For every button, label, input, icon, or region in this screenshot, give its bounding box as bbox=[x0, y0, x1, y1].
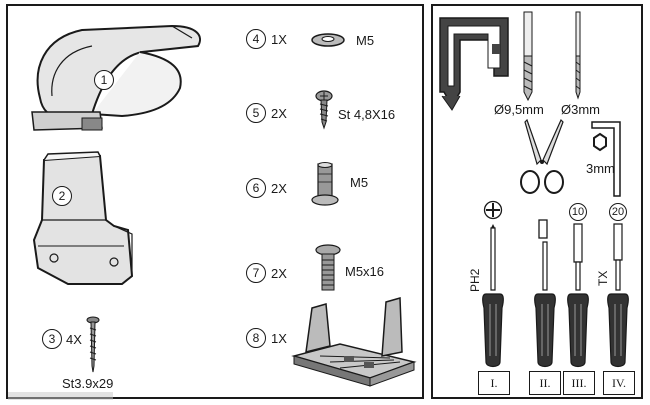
part-8-quantity: 1X bbox=[271, 331, 287, 346]
part-6-spec: M5 bbox=[350, 175, 369, 190]
base-bracket-illustration bbox=[32, 151, 134, 285]
torx-bit-size: 20 bbox=[609, 203, 627, 221]
screwdriver-4-label: TX bbox=[596, 270, 610, 286]
screwdriver-2-number: II. bbox=[529, 371, 561, 395]
screwdriver-4-icon bbox=[607, 223, 629, 368]
screwdriver-1-number: I. bbox=[478, 371, 510, 395]
drill-bit-large-icon bbox=[523, 11, 533, 102]
part-3-quantity: 4X bbox=[66, 332, 82, 347]
hex-key-icon bbox=[591, 121, 621, 197]
drill-bit-small-icon bbox=[575, 11, 581, 100]
part-6-number: 6 bbox=[246, 178, 266, 198]
part-4-number: 4 bbox=[246, 29, 266, 49]
bolt-icon bbox=[315, 244, 341, 291]
drill-size-large: Ø9,5mm bbox=[494, 102, 544, 117]
part-7-quantity: 2X bbox=[271, 266, 287, 281]
part-4-quantity: 1X bbox=[271, 32, 287, 47]
part-4-spec: M5 bbox=[356, 33, 375, 48]
part-1-number: 1 bbox=[94, 70, 114, 90]
screwdriver-3-icon bbox=[567, 223, 589, 368]
drill-size-small: Ø3mm bbox=[561, 102, 600, 117]
screwdriver-1-icon bbox=[482, 224, 504, 368]
scissors-icon bbox=[520, 118, 564, 194]
rivet-nut-icon bbox=[311, 162, 339, 206]
part-6-quantity: 2X bbox=[271, 181, 287, 196]
armrest-illustration bbox=[31, 24, 201, 131]
part-2-number: 2 bbox=[52, 186, 72, 206]
part-7-spec: M5x16 bbox=[345, 264, 385, 279]
screwdriver-4-number: IV. bbox=[603, 371, 635, 395]
phillips-bit-icon bbox=[483, 200, 503, 220]
washer-icon bbox=[311, 33, 345, 47]
screwdriver-2-icon bbox=[534, 241, 556, 368]
hex-bit-size: 10 bbox=[569, 203, 587, 221]
part-8-number: 8 bbox=[246, 328, 266, 348]
part-3-number: 3 bbox=[42, 329, 62, 349]
part-3-spec: St3.9x29 bbox=[62, 376, 114, 391]
part-7-number: 7 bbox=[246, 263, 266, 283]
mounting-frame-illustration bbox=[291, 297, 417, 387]
watermark-strip bbox=[8, 392, 113, 400]
part-5-number: 5 bbox=[246, 103, 266, 123]
screwdriver-3-number: III. bbox=[563, 371, 595, 395]
part-5-quantity: 2X bbox=[271, 106, 287, 121]
flat-bit-icon bbox=[538, 219, 548, 239]
screwdriver-1-label: PH2 bbox=[468, 268, 482, 292]
drill-template-illustration bbox=[439, 17, 509, 111]
part-5-spec: St 4,8X16 bbox=[338, 107, 396, 122]
wood-screw-icon bbox=[86, 316, 100, 373]
tapping-screw-icon bbox=[315, 90, 333, 130]
hex-key-size: 3mm bbox=[586, 161, 615, 176]
